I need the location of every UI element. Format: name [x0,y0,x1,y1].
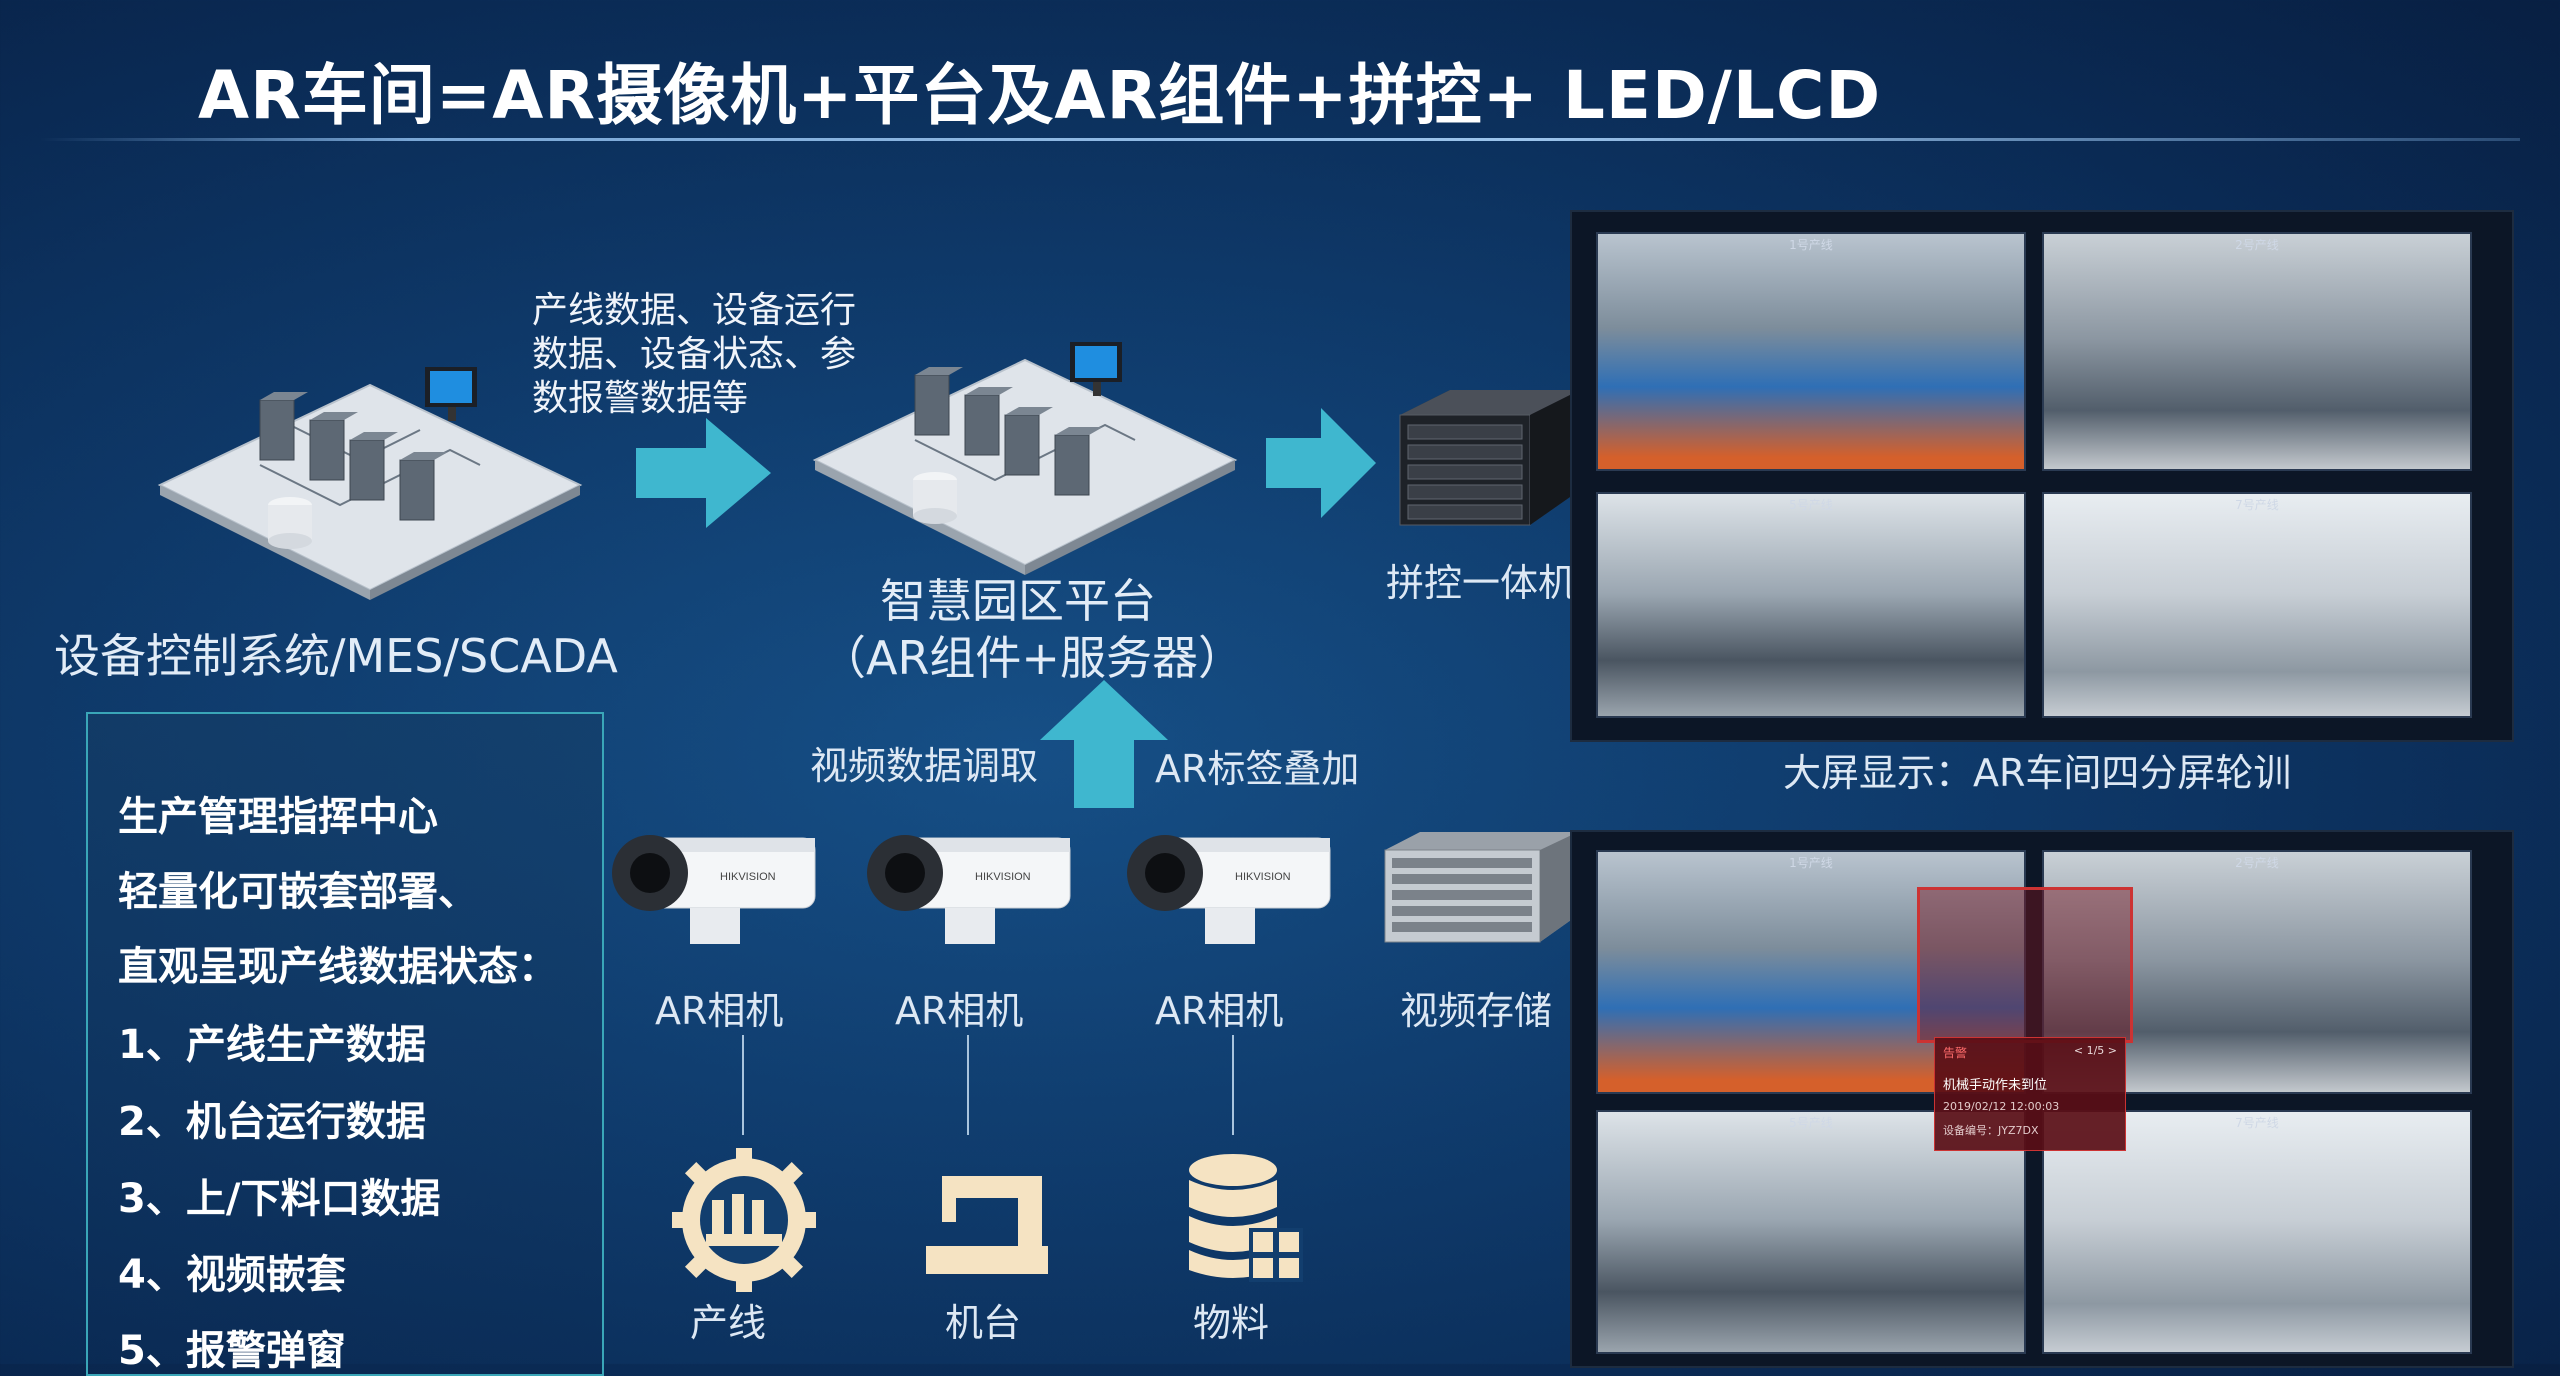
screen-panel-bottom: 1号产线 2号产线 5号产线 7号产线 告警 < 1/5 > 机械手动作未到位 … [1570,830,2514,1368]
info-line-6: 3、上/下料口数据 [118,1166,440,1224]
alarm-message: 机械手动作未到位 [1943,1074,2047,1093]
screen-caption: 大屏显示：AR车间四分屏轮训 [1783,742,2291,797]
arrow-right-icon [1266,408,1376,518]
connector-line [1232,1035,1234,1135]
tile-label: 2号产线 [2044,236,2470,253]
connector-line [742,1035,744,1135]
camera-label: AR相机 [895,980,1023,1035]
alarm-time: 2019/02/12 12:00:03 [1943,1100,2059,1113]
info-box: 生产管理指挥中心 轻量化可嵌套部署、 直观呈现产线数据状态： 1、产线生产数据 … [86,712,604,1376]
ar-camera-icon: HIKVISION [1115,828,1335,948]
bottom-icon-label: 物料 [1193,1292,1269,1347]
arrow-right-icon [636,418,771,528]
alarm-counter[interactable]: < 1/5 > [2074,1044,2117,1057]
machine-icon [922,1168,1052,1278]
svg-text:HIKVISION: HIKVISION [1235,871,1291,883]
tile-label: 1号产线 [1598,236,2024,253]
alarm-popup[interactable]: 告警 < 1/5 > 机械手动作未到位 2019/02/12 12:00:03 … [1934,1037,2126,1151]
info-line-1: 生产管理指挥中心 [118,784,438,842]
flow-text-line-1: 产线数据、设备运行 [532,288,856,334]
svg-text:HIKVISION: HIKVISION [720,871,776,883]
video-tile[interactable]: 7号产线 [2042,492,2472,718]
ar-overlay-label: AR标签叠加 [1155,738,1359,793]
ar-camera-icon: HIKVISION [600,828,820,948]
platform-sublabel: （AR组件+服务器） [820,622,1244,688]
info-line-8: 5、报警弹窗 [118,1318,346,1376]
bottom-icon-label: 机台 [945,1292,1021,1347]
tile-label: 7号产线 [2044,496,2470,513]
info-line-7: 4、视频嵌套 [118,1242,346,1300]
tile-label: 2号产线 [2044,854,2470,871]
tile-label: 5号产线 [1598,496,2024,513]
info-line-2: 轻量化可嵌套部署、 [118,859,478,917]
arrow-up-icon [1040,680,1168,808]
storage-label: 视频存储 [1400,980,1552,1035]
database-icon [1185,1152,1305,1287]
smart-park-platform-icon [805,330,1245,580]
splice-controller-icon [1390,385,1585,530]
video-tile[interactable]: 2号产线 [2042,232,2472,471]
mes-platform-icon [150,355,590,605]
camera-label: AR相机 [1155,980,1283,1035]
connector-line [967,1035,969,1135]
video-storage-icon [1380,830,1580,945]
alarm-header: 告警 [1943,1044,1967,1061]
alarm-device: 设备编号：JYZ7DX [1943,1122,2039,1138]
left-system-label: 设备控制系统/MES/SCADA [54,620,618,686]
factory-gear-icon [662,1148,827,1298]
info-line-4: 1、产线生产数据 [118,1012,426,1070]
page-title: AR车间=AR摄像机+平台及AR组件+拼控+ LED/LCD [198,42,1881,138]
tile-label: 1号产线 [1598,854,2024,871]
video-tile[interactable]: 5号产线 [1596,492,2026,718]
splice-label: 拼控一体机 [1386,552,1576,607]
ar-camera-icon: HIKVISION [855,828,1075,948]
alarm-video-frame[interactable] [1917,887,2133,1043]
svg-text:HIKVISION: HIKVISION [975,871,1031,883]
flow-text-line-3: 数报警数据等 [532,376,748,422]
info-line-5: 2、机台运行数据 [118,1089,426,1147]
screen-panel-top: 1号产线 2号产线 5号产线 7号产线 [1570,210,2514,742]
video-fetch-label: 视频数据调取 [810,735,1038,790]
title-divider [40,138,2520,141]
camera-label: AR相机 [655,980,783,1035]
info-line-3: 直观呈现产线数据状态： [118,934,558,992]
bottom-icon-label: 产线 [690,1292,766,1347]
video-tile[interactable]: 1号产线 [1596,232,2026,471]
